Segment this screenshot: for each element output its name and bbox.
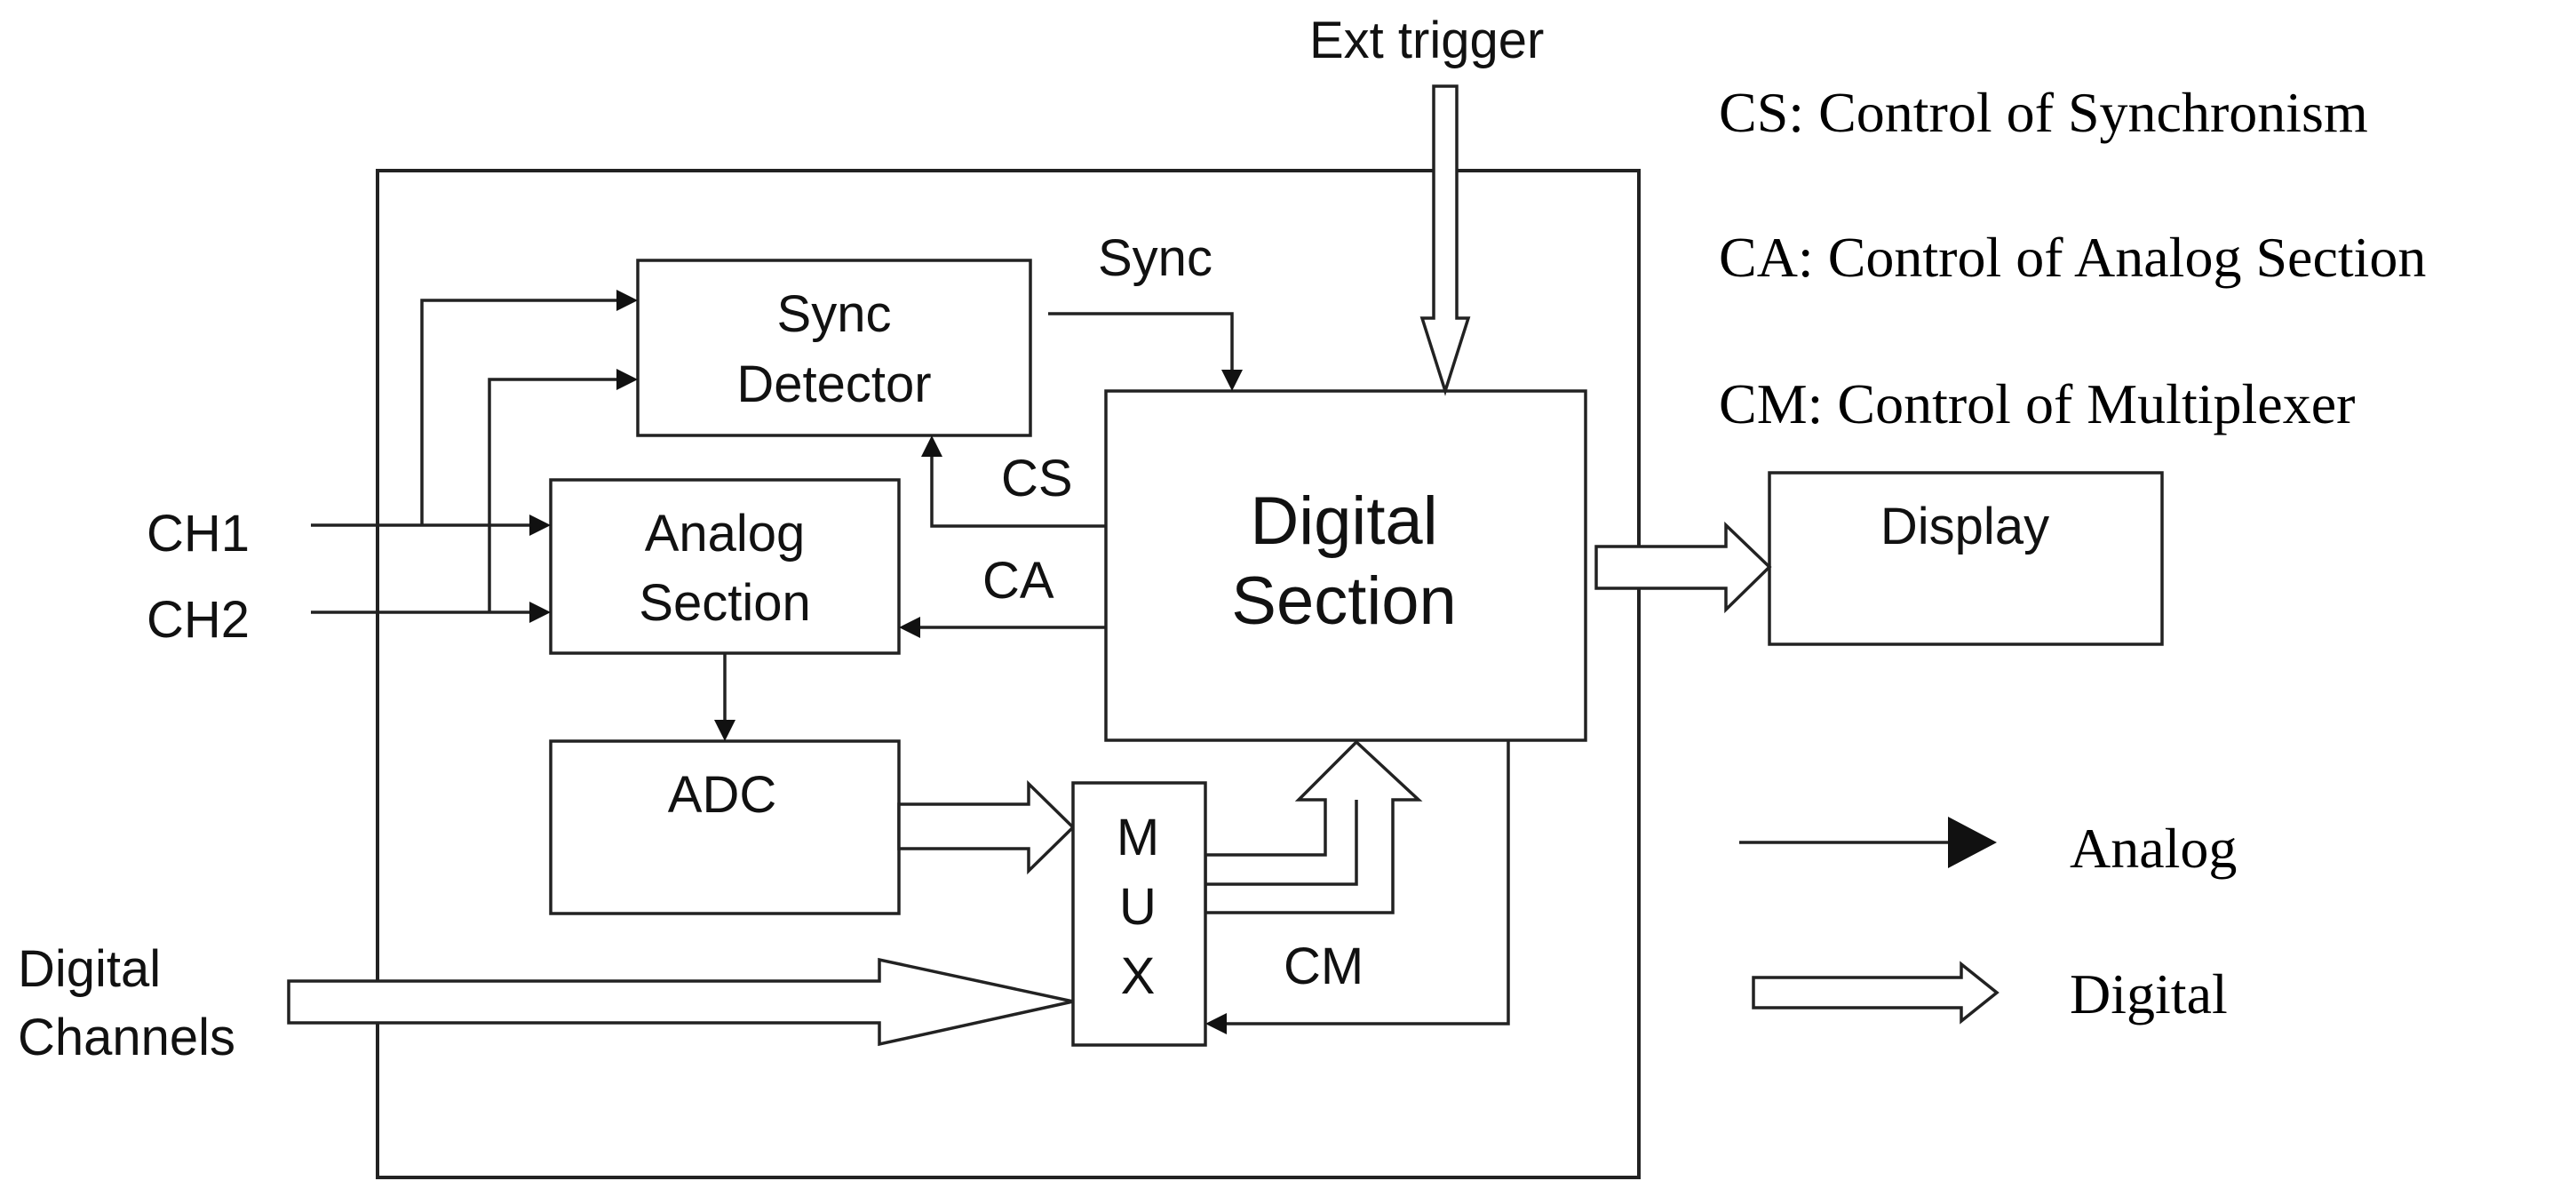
legend-analog-label: Analog bbox=[2070, 817, 2237, 880]
ch1-sync-wire bbox=[420, 299, 624, 525]
mux-digital-arrow bbox=[1204, 739, 1423, 914]
sync-detector-label-line2: Detector bbox=[736, 355, 931, 413]
sync-label: Sync bbox=[1098, 229, 1212, 287]
mux-label-x: X bbox=[1121, 947, 1156, 1005]
analog-section-label-line1: Analog bbox=[645, 505, 806, 563]
adc-block: ADC bbox=[549, 739, 901, 915]
legend: Analog Digital bbox=[1739, 817, 2237, 1025]
digital-channels-label-line2: Channels bbox=[18, 1009, 235, 1066]
display-label: Display bbox=[1880, 498, 2049, 555]
analog-adc-arrowhead bbox=[714, 720, 735, 741]
legend-digital-label: Digital bbox=[2070, 962, 2228, 1025]
mux-label-u: U bbox=[1119, 878, 1157, 936]
ext-trigger-arrow bbox=[1419, 84, 1471, 396]
ch2-label: CH2 bbox=[147, 591, 250, 649]
definition-cs: CS: Control of Synchronism bbox=[1719, 81, 2368, 144]
cs-arrowhead bbox=[921, 435, 942, 457]
definition-cm: CM: Control of Multiplexer bbox=[1719, 372, 2355, 435]
analog-section-block: Analog Section bbox=[549, 478, 901, 655]
ch2-arrowhead bbox=[529, 602, 551, 623]
ca-arrowhead bbox=[899, 617, 920, 638]
ch1-label: CH1 bbox=[147, 505, 250, 563]
ch2-sync-wire bbox=[488, 378, 624, 612]
adc-mux-arrow bbox=[897, 779, 1076, 875]
analog-connections bbox=[311, 290, 1510, 1034]
sync-wire bbox=[1048, 312, 1234, 378]
adc-label: ADC bbox=[668, 766, 776, 824]
digital-channels-label-line1: Digital bbox=[18, 940, 161, 998]
cm-arrowhead bbox=[1205, 1013, 1227, 1034]
legend-digital-arrow bbox=[1752, 961, 2000, 1025]
ch1-sync-arrowhead bbox=[616, 290, 638, 311]
definition-ca: CA: Control of Analog Section bbox=[1719, 226, 2426, 289]
display-arrow bbox=[1594, 521, 1772, 614]
ch2-sync-arrowhead bbox=[616, 369, 638, 390]
ch1-arrowhead bbox=[529, 515, 551, 536]
digital-connections bbox=[287, 84, 1772, 1047]
cs-label: CS bbox=[1001, 450, 1073, 507]
legend-analog-arrowhead bbox=[1948, 817, 1997, 868]
mux-block: M U X bbox=[1071, 781, 1207, 1047]
ext-trigger-label: Ext trigger bbox=[1309, 12, 1544, 69]
sync-arrowhead bbox=[1221, 370, 1243, 391]
analog-section-label-line2: Section bbox=[639, 574, 810, 632]
system-frame bbox=[376, 169, 1641, 1179]
digital-section-label-line1: Digital bbox=[1250, 483, 1437, 559]
display-block: Display bbox=[1768, 471, 2164, 646]
cm-label: CM bbox=[1284, 938, 1364, 995]
cs-wire bbox=[930, 449, 1106, 528]
sync-detector-block: Sync Detector bbox=[636, 259, 1032, 437]
digital-channels-arrow bbox=[287, 957, 1074, 1047]
cm-wire bbox=[1219, 740, 1510, 1025]
digital-section-block: Digital Section bbox=[1104, 389, 1587, 742]
mux-label-m: M bbox=[1117, 809, 1159, 866]
ca-label: CA bbox=[982, 552, 1054, 610]
digital-section-label-line2: Section bbox=[1231, 563, 1457, 639]
sync-detector-label-line1: Sync bbox=[777, 285, 892, 343]
